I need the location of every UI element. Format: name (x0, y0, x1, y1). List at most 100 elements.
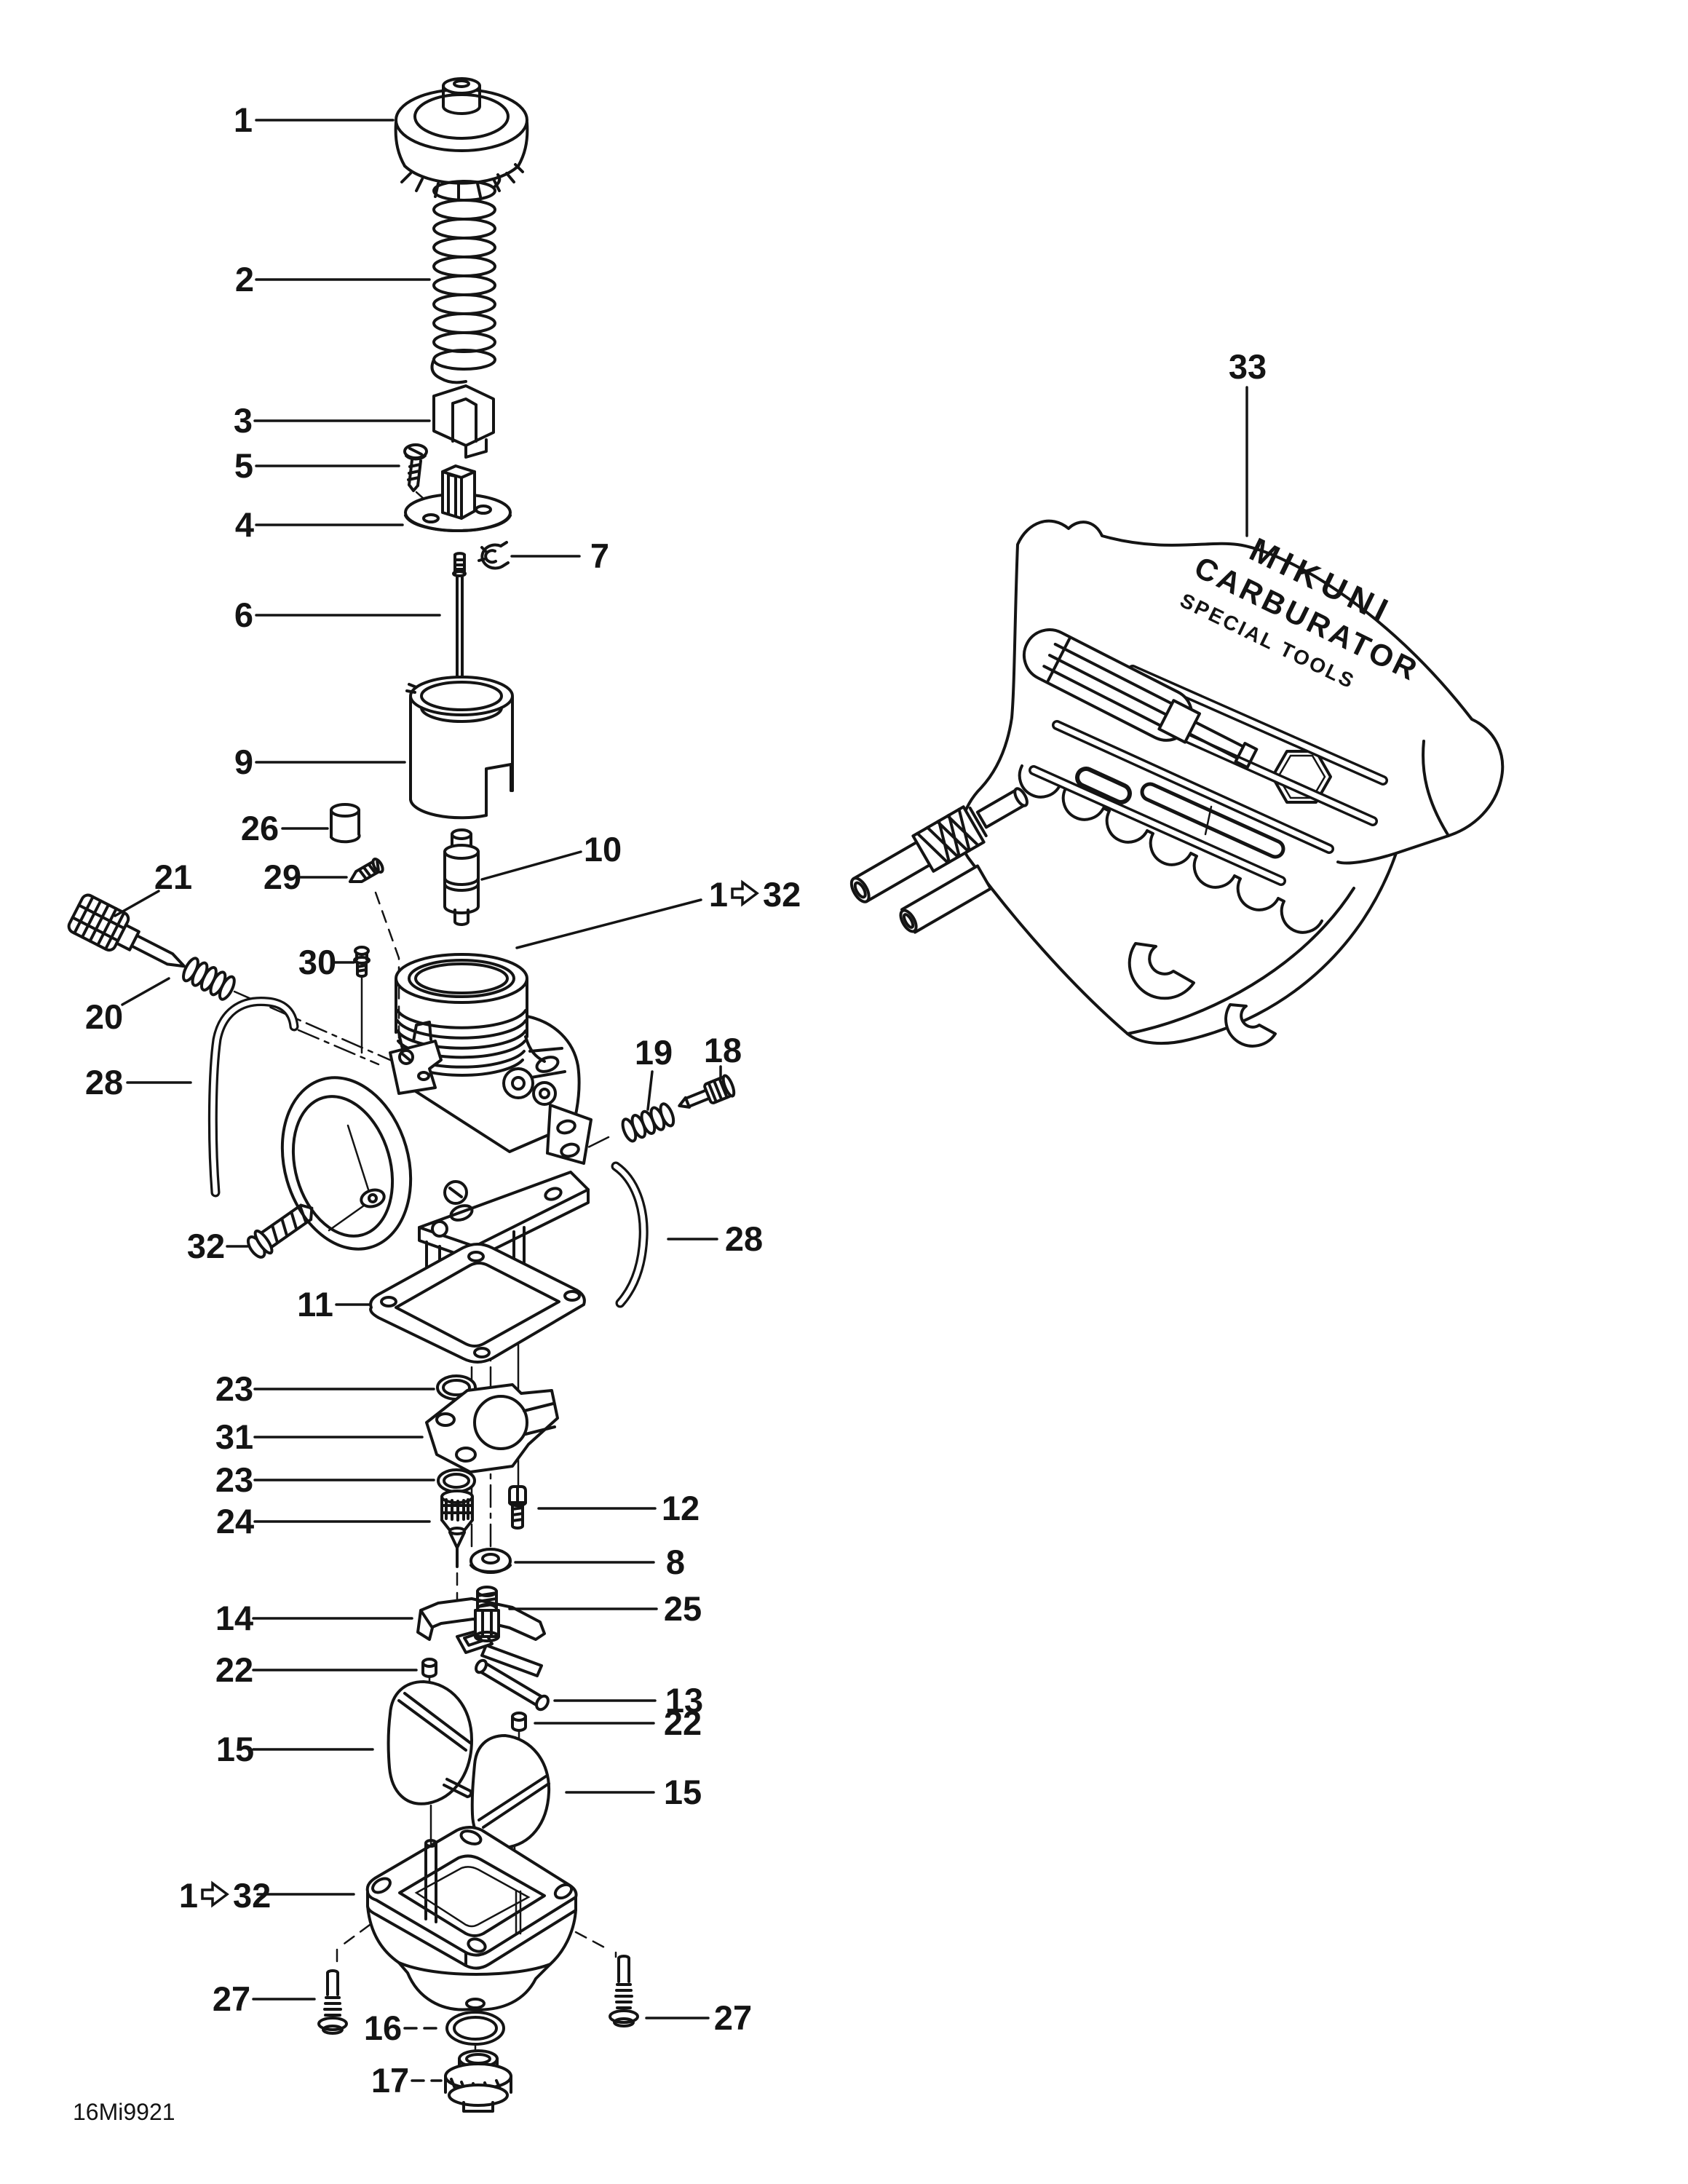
part-tool-kit: MIKUNI CARBURATOR SPECIAL TOOLS (849, 519, 1505, 1048)
part-hinge-pin (475, 1658, 550, 1712)
svg-text:5: 5 (234, 446, 253, 485)
callout-17: 17 (371, 2061, 443, 2100)
part-air-screw-spring (182, 957, 236, 1001)
svg-text:12: 12 (662, 1489, 700, 1527)
part-air-screw (67, 893, 186, 968)
svg-text:32: 32 (233, 1876, 271, 1915)
svg-text:13: 13 (665, 1681, 703, 1720)
callout-28-left: 28 (85, 1063, 192, 1101)
part-gasket (369, 1243, 586, 1364)
part-throttle-slide (405, 676, 514, 820)
svg-text:6: 6 (234, 596, 253, 634)
part-e-clip (478, 541, 510, 570)
svg-text:30: 30 (298, 943, 336, 981)
svg-text:33: 33 (1229, 347, 1267, 386)
svg-text:4: 4 (235, 505, 254, 544)
svg-text:10: 10 (584, 830, 622, 869)
part-washer (469, 1548, 512, 1574)
callout-15-right: 15 (565, 1773, 702, 1811)
part-screw-32 (246, 1203, 314, 1259)
svg-text:25: 25 (664, 1589, 702, 1628)
svg-text:3: 3 (234, 401, 253, 440)
arrow-right-icon (201, 1880, 229, 1908)
svg-text:15: 15 (216, 1730, 254, 1768)
callout-22-upper: 22 (215, 1650, 418, 1689)
callout-6: 6 (234, 596, 441, 634)
svg-text:15: 15 (664, 1773, 702, 1811)
svg-text:27: 27 (714, 1998, 752, 2037)
svg-text:7: 7 (590, 537, 609, 575)
callout-33: 33 (1229, 347, 1267, 537)
callout-5: 5 (234, 446, 400, 485)
callout-27-left: 27 (213, 1979, 316, 2018)
callout-8: 8 (514, 1543, 685, 1581)
part-screw-27-right (609, 1955, 639, 2027)
svg-text:11: 11 (297, 1285, 333, 1324)
part-float-bowl (365, 1826, 578, 2011)
svg-text:16: 16 (364, 2009, 402, 2047)
svg-text:26: 26 (241, 809, 279, 847)
callout-10: 10 (480, 830, 622, 881)
part-vent-hose-left (207, 997, 299, 1198)
part-needle (452, 552, 467, 690)
callout-11: 11 (297, 1285, 371, 1324)
part-jet-block (425, 1383, 559, 1473)
svg-text:23: 23 (215, 1369, 253, 1408)
callout-25: 25 (508, 1589, 702, 1628)
callout-27-right: 27 (645, 1998, 752, 2037)
svg-text:32: 32 (187, 1227, 225, 1265)
svg-text:20: 20 (85, 997, 123, 1036)
callout-18: 18 (704, 1031, 742, 1080)
part-screw-30 (353, 946, 371, 978)
part-float-right (470, 1734, 551, 1850)
part-cable-guide (404, 464, 512, 532)
callout-9: 9 (234, 743, 406, 781)
callout-23-upper: 23 (215, 1369, 435, 1408)
svg-text:24: 24 (216, 1502, 254, 1540)
callout-24: 24 (216, 1502, 431, 1540)
callout-26: 26 (241, 809, 329, 847)
part-drain-plug (444, 2049, 512, 2113)
svg-text:8: 8 (666, 1543, 685, 1581)
svg-text:28: 28 (85, 1063, 123, 1101)
svg-text:29: 29 (263, 858, 301, 896)
callout-7: 7 (510, 537, 609, 575)
svg-text:1: 1 (709, 875, 728, 914)
callout-19: 19 (635, 1033, 673, 1111)
part-spring-19 (621, 1102, 675, 1143)
callout-12: 12 (537, 1489, 700, 1527)
part-float-left (387, 1680, 473, 1805)
diagram-code: 16Mi9921 (73, 2099, 175, 2125)
callout-31: 31 (215, 1417, 424, 1456)
callouts: 1 2 3 5 4 7 6 9 (85, 100, 1267, 2100)
callout-assembly-lower: 1 32 (179, 1876, 355, 1915)
svg-text:14: 14 (215, 1599, 253, 1637)
callout-1: 1 (234, 100, 395, 139)
part-screw-5 (403, 443, 428, 492)
callout-21: 21 (114, 858, 192, 917)
part-spring (430, 173, 502, 384)
callout-16: 16 (364, 2009, 444, 2047)
svg-text:2: 2 (235, 260, 254, 298)
svg-text:28: 28 (725, 1219, 763, 1258)
svg-text:27: 27 (213, 1979, 250, 2018)
callout-3: 3 (234, 401, 431, 440)
callout-20: 20 (85, 977, 170, 1036)
part-o-ring-lower (437, 1468, 476, 1493)
svg-text:32: 32 (763, 875, 801, 914)
svg-text:21: 21 (154, 858, 192, 896)
svg-text:19: 19 (635, 1033, 673, 1072)
part-vent-hose-right (611, 1161, 649, 1308)
callout-22-lower: 22 (534, 1704, 702, 1742)
part-drain-o-ring (445, 2011, 505, 2046)
svg-text:23: 23 (215, 1460, 253, 1499)
part-jet-holder (474, 1586, 500, 1642)
part-needle-jet (443, 828, 480, 926)
arrow-right-icon (731, 879, 759, 907)
callout-13: 13 (553, 1681, 703, 1720)
part-bushing (330, 803, 361, 844)
svg-text:9: 9 (234, 743, 253, 781)
part-clip (432, 384, 495, 459)
